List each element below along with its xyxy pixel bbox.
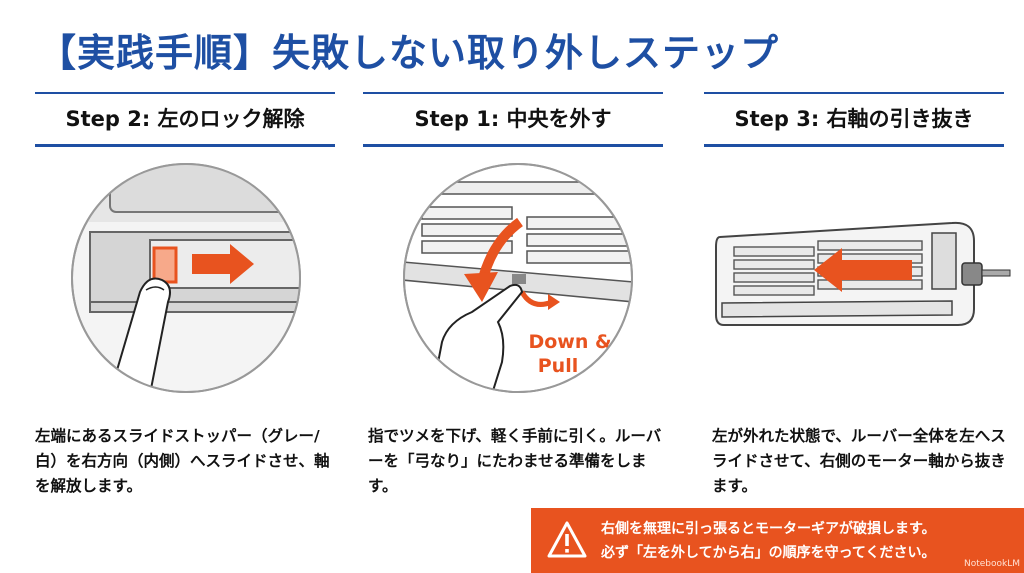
warning-text: 右側を無理に引っ張るとモーターギアが破損します。 必ず「左を外してから右」の順序…: [601, 517, 936, 565]
step-description: 指でツメを下げ、軽く手前に引く。ルーバーを「弓なり」にたわませる準備をします。: [368, 427, 662, 495]
divider: [35, 92, 335, 94]
step-heading: Step 1: 中央を外す: [363, 94, 663, 147]
slide-stopper-illustration: [71, 163, 301, 393]
callout-text: Pull: [538, 355, 578, 377]
divider: [363, 92, 663, 94]
step-column-2: Step 2: 左のロック解除: [35, 92, 335, 147]
warning-line-1: 右側を無理に引っ張るとモーターギアが破損します。: [601, 521, 936, 537]
warning-triangle-icon: [547, 521, 587, 558]
center-release-illustration: Down & Pull: [403, 163, 633, 393]
step-description: 左端にあるスライドストッパー（グレー/白）を右方向（内側）へスライドさせ、軸を解…: [35, 427, 330, 495]
step-column-1: Step 1: 中央を外す: [363, 92, 663, 147]
step-column-3: Step 3: 右軸の引き抜き: [704, 92, 1004, 147]
step-heading: Step 2: 左のロック解除: [35, 94, 335, 147]
divider: [704, 92, 1004, 94]
air-conditioner-illustration: [715, 221, 1011, 326]
warning-banner: 右側を無理に引っ張るとモーターギアが破損します。 必ず「左を外してから右」の順序…: [531, 508, 1024, 573]
step-description: 左が外れた状態で、ルーバー全体を左へスライドさせて、右側のモーター軸から抜きます…: [712, 427, 1006, 495]
step-heading: Step 3: 右軸の引き抜き: [704, 94, 1004, 147]
page-title: 【実践手順】失敗しない取り外しステップ: [38, 31, 780, 75]
warning-line-2: 必ず「左を外してから右」の順序を守ってください。: [601, 545, 936, 561]
watermark: NotebookLM: [963, 559, 1020, 569]
callout-text: Down &: [528, 331, 611, 353]
